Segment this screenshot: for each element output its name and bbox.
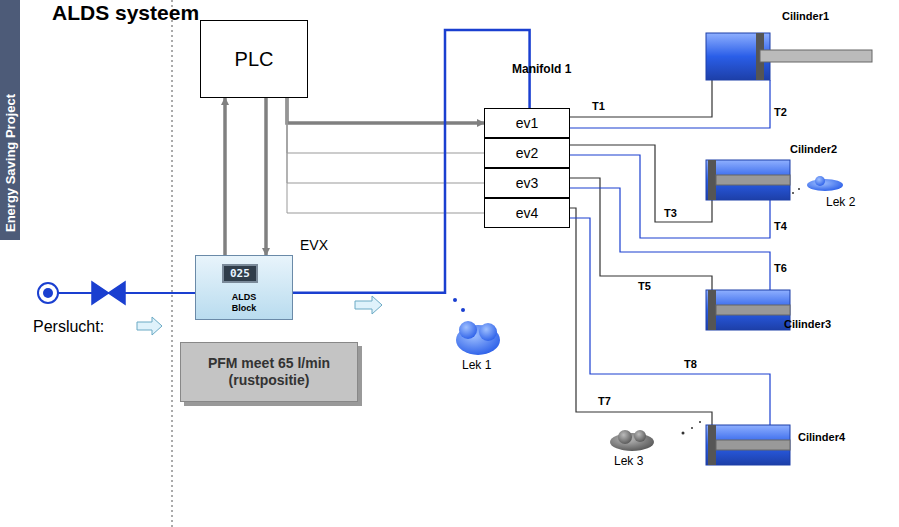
part-name: Cilinder3 bbox=[784, 318, 831, 330]
node-text: PFM meet 65 l/min (rustpositie) bbox=[194, 355, 344, 389]
side-bar bbox=[0, 0, 20, 240]
tube bbox=[570, 188, 770, 290]
tube bbox=[570, 80, 770, 128]
controller-box: PLC bbox=[200, 20, 308, 98]
leak-cloud bbox=[792, 176, 843, 194]
part-name: Cilinder2 bbox=[790, 143, 837, 155]
signal-line bbox=[264, 98, 268, 255]
supply-symbol bbox=[38, 283, 58, 303]
node-text: PLC bbox=[235, 47, 274, 71]
signal-line bbox=[287, 98, 484, 123]
valve-box: ev4 bbox=[484, 198, 570, 228]
flow-arrow bbox=[355, 296, 382, 314]
tube-label: T6 bbox=[774, 262, 787, 274]
supply-label: Perslucht: bbox=[33, 318, 104, 336]
measurement-box: PFM meet 65 l/min (rustpositie) bbox=[180, 342, 358, 402]
tube bbox=[570, 178, 712, 290]
tube bbox=[570, 145, 712, 222]
tube bbox=[570, 208, 712, 425]
divider-line bbox=[172, 0, 173, 527]
leak-label: Lek 3 bbox=[614, 454, 643, 468]
tube-label: T1 bbox=[592, 100, 605, 112]
node-text: ALDS Block bbox=[222, 292, 266, 314]
tube-label: T4 bbox=[774, 220, 787, 232]
cylinder bbox=[706, 160, 790, 200]
node-text: ev3 bbox=[516, 175, 539, 192]
cylinder bbox=[706, 33, 872, 80]
node-text: ev1 bbox=[516, 115, 539, 132]
leak-cloud bbox=[610, 421, 701, 451]
valve-symbol bbox=[92, 282, 125, 304]
display-value: 025 bbox=[222, 264, 258, 283]
tube-label: T2 bbox=[774, 106, 787, 118]
tube-label: T3 bbox=[664, 207, 677, 219]
leak-cloud bbox=[453, 298, 500, 355]
part-name: Cilinder4 bbox=[798, 431, 845, 443]
tube-label: T7 bbox=[598, 395, 611, 407]
supply-line bbox=[58, 292, 195, 294]
signal-line bbox=[287, 98, 484, 213]
leak-label: Lek 1 bbox=[462, 358, 491, 372]
side-title: Energy Saving Project bbox=[3, 94, 18, 232]
signal-line bbox=[287, 98, 484, 153]
flow-arrow bbox=[137, 317, 162, 335]
part-name: Cilinder1 bbox=[782, 10, 829, 22]
tube-label: T8 bbox=[684, 358, 697, 370]
cylinder bbox=[706, 425, 790, 465]
manifold-label: Manifold 1 bbox=[512, 62, 571, 76]
cylinder bbox=[706, 290, 790, 330]
leak-label: Lek 2 bbox=[826, 195, 855, 209]
tube bbox=[570, 80, 712, 117]
valve-box: ev3 bbox=[484, 168, 570, 198]
diagram-title: ALDS systeem bbox=[52, 1, 199, 25]
signal-label: EVX bbox=[300, 237, 328, 253]
signal-line bbox=[223, 98, 227, 255]
valve-box: ev1 bbox=[484, 108, 570, 138]
supply-dot bbox=[43, 288, 53, 298]
node-text: ev4 bbox=[516, 205, 539, 222]
tube-label: T5 bbox=[638, 280, 651, 292]
valve-box: ev2 bbox=[484, 138, 570, 168]
node-text: ev2 bbox=[516, 145, 539, 162]
signal-line bbox=[287, 98, 484, 183]
